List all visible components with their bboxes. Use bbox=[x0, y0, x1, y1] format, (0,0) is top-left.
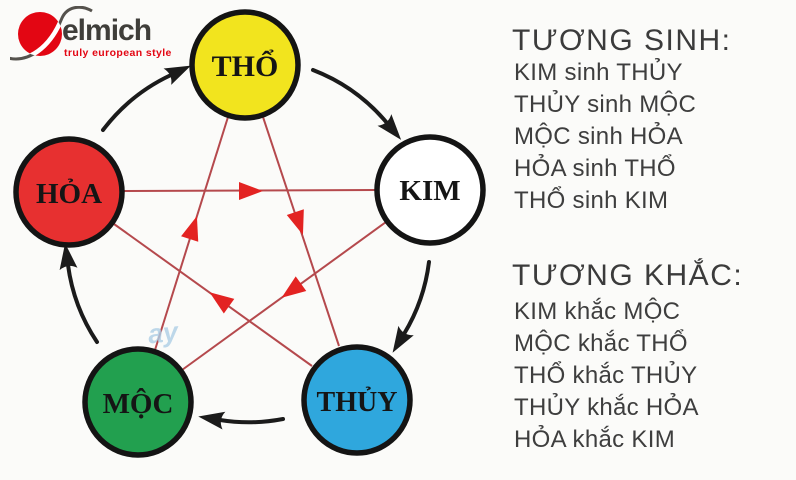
generating-arc-tho-kim bbox=[311, 68, 402, 140]
node-kim-circle bbox=[374, 134, 486, 246]
generating-arc-thuy-moc bbox=[198, 411, 285, 430]
logo-tagline: truly european style bbox=[64, 47, 172, 59]
overcoming-arrowhead-tho-thuy bbox=[286, 209, 304, 235]
generating-arc-hoa-tho bbox=[101, 65, 191, 132]
generating-cycle-title: TƯƠNG SINH: bbox=[512, 24, 732, 57]
logo-wordmark: elmich bbox=[62, 14, 152, 47]
node-hoa-label: HỎA bbox=[36, 177, 102, 210]
overcoming-arrowhead-thuy-hoa bbox=[209, 292, 235, 314]
overcoming-rule-2: MỘC khắc THỔ bbox=[514, 330, 688, 357]
overcoming-arrowhead-kim-moc bbox=[281, 276, 307, 298]
node-moc-label: MỘC bbox=[103, 387, 174, 420]
node-kim: KIM bbox=[374, 134, 486, 246]
node-tho: THỔ bbox=[189, 9, 301, 121]
node-thuy-circle bbox=[301, 344, 413, 456]
node-hoa: HỎA bbox=[13, 136, 125, 248]
five-elements-diagram: THỔ KIM THỦY MỘC HỎA bbox=[13, 9, 486, 458]
overcoming-rule-3: THỔ khắc THỦY bbox=[514, 362, 698, 389]
overcoming-arrowhead-moc-tho bbox=[181, 216, 199, 242]
generating-rule-5: THỔ sinh KIM bbox=[514, 187, 669, 214]
node-tho-label: THỔ bbox=[212, 49, 279, 83]
node-kim-label: KIM bbox=[399, 175, 460, 207]
node-moc-circle bbox=[82, 346, 194, 458]
generating-rule-4: HỎA sinh THỔ bbox=[514, 155, 676, 182]
overcoming-cycle-title: TƯƠNG KHẮC: bbox=[512, 259, 744, 292]
generating-rule-1: KIM sinh THỦY bbox=[514, 59, 683, 86]
generating-arc-kim-thuy bbox=[392, 260, 431, 353]
node-tho-circle bbox=[189, 9, 301, 121]
overcoming-rule-1: KIM khắc MỘC bbox=[514, 298, 681, 325]
node-thuy-label: THỦY bbox=[317, 387, 398, 418]
generating-rules-list: KIM sinh THỦY THỦY sinh MỘC MỘC sinh HỎA… bbox=[514, 57, 696, 217]
logo-ball-icon bbox=[10, 6, 93, 61]
generating-arc-moc-hoa bbox=[59, 243, 99, 344]
overcoming-arrowhead-hoa-kim bbox=[239, 182, 263, 200]
watermark-fragment: ay bbox=[146, 316, 180, 350]
overcoming-rule-5: HỎA khắc KIM bbox=[514, 426, 675, 453]
node-hoa-circle bbox=[13, 136, 125, 248]
generating-rule-3: MỘC sinh HỎA bbox=[514, 123, 683, 150]
elmich-logo: elmich truly european style bbox=[10, 6, 200, 66]
node-moc: MỘC bbox=[82, 346, 194, 458]
overcoming-rules-list: KIM khắc MỘC MỘC khắc THỔ THỔ khắc THỦY … bbox=[514, 296, 699, 456]
overcoming-rule-4: THỦY khắc HỎA bbox=[514, 394, 699, 421]
node-thuy: THỦY bbox=[301, 344, 413, 456]
generating-rule-2: THỦY sinh MỘC bbox=[514, 91, 697, 118]
